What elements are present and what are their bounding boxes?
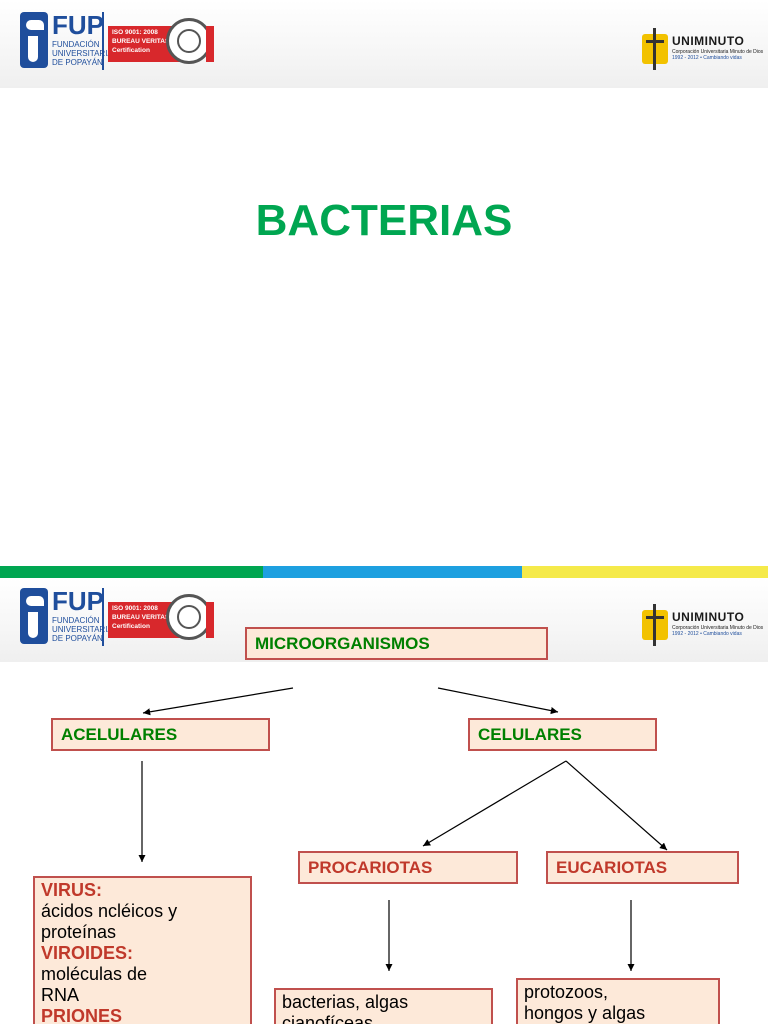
- logo-divider: [102, 12, 104, 70]
- virus-text: proteínas: [41, 922, 117, 942]
- fup-logo: FUP FUNDACIÓN UNIVERSITARIA DE POPAYÁN I…: [20, 586, 220, 648]
- logo-divider: [102, 588, 104, 646]
- node-eucariotas: EUCARIOTAS: [546, 851, 739, 884]
- slide-title-page: FUP FUNDACIÓN UNIVERSITARIA DE POPAYÁN I…: [0, 0, 768, 245]
- fup-sub-line: DE POPAYÁN: [52, 58, 103, 67]
- color-separator: [0, 566, 768, 578]
- iso-line: ISO 9001: 2008: [112, 605, 158, 612]
- arrow-root-to-acelulares: [142, 687, 294, 716]
- separator-yellow: [522, 566, 768, 578]
- arrow-celulares-to-procariotas: [422, 760, 567, 847]
- fup-logo-name: FUP: [52, 586, 104, 616]
- arrow-celulares-to-eucariotas: [565, 760, 668, 851]
- bureau-veritas-seal-icon: [166, 18, 212, 64]
- iso-line: BUREAU VERITAS: [112, 614, 170, 621]
- fup-sub-line: UNIVERSITARIA: [52, 49, 113, 58]
- iso-line: Certification: [112, 47, 150, 54]
- slide-title: BACTERIAS: [255, 196, 513, 245]
- eucariotas-text: protozoos,: [524, 982, 609, 1002]
- uniminuto-tag-line: Corporación Universitaria Minuto de Dios: [672, 625, 764, 631]
- fup-logo-name: FUP: [52, 10, 104, 40]
- iso-line: Certification: [112, 623, 150, 630]
- separator-blue: [263, 566, 522, 578]
- separator-green: [0, 566, 263, 578]
- uniminuto-mark-icon: [642, 28, 668, 70]
- virus-text: ácidos ncléicos y: [41, 901, 178, 921]
- fup-logo: FUP FUNDACIÓN UNIVERSITARIA DE POPAYÁN I…: [20, 10, 220, 72]
- viroides-text: RNA: [41, 985, 80, 1005]
- acelulares-details-box: VIRUS: ácidos ncléicos y proteínas VIROI…: [33, 876, 252, 1024]
- uniminuto-mark-icon: [642, 604, 668, 646]
- uniminuto-years: 1992 - 2012 • Cambiando vidas: [672, 55, 742, 61]
- eucariotas-text: hongos y algas: [524, 1003, 646, 1023]
- fup-sub-line: FUNDACIÓN: [52, 40, 100, 49]
- uniminuto-tag-line: Corporación Universitaria Minuto de Dios: [672, 49, 764, 55]
- viroides-text: moléculas de: [41, 964, 148, 984]
- uniminuto-logo: UNIMINUTO Corporación Universitaria Minu…: [642, 28, 768, 70]
- fup-logo-subtitle: FUNDACIÓN UNIVERSITARIA DE POPAYÁN: [52, 40, 122, 67]
- viroides-label: VIROIDES:: [41, 943, 134, 963]
- iso-line: BUREAU VERITAS: [112, 38, 170, 45]
- eucariotas-details-box: protozoos, hongos y algas: [516, 978, 720, 1024]
- uniminuto-years: 1992 - 2012 • Cambiando vidas: [672, 631, 742, 637]
- virus-label: VIRUS:: [41, 880, 103, 900]
- node-celulares: CELULARES: [468, 718, 657, 751]
- diagram-arrows: [138, 687, 668, 971]
- iso-line: ISO 9001: 2008: [112, 29, 158, 36]
- fup-logo-subtitle: FUNDACIÓN UNIVERSITARIA DE POPAYÁN: [52, 616, 122, 643]
- slide-diagram: FUP FUNDACIÓN UNIVERSITARIA DE POPAYÁN I…: [0, 578, 768, 1024]
- uniminuto-logo: UNIMINUTO Corporación Universitaria Minu…: [642, 604, 768, 646]
- node-acelulares: ACELULARES: [51, 718, 270, 751]
- uniminuto-tagline: Corporación Universitaria Minuto de Dios…: [672, 625, 768, 637]
- arrow-root-to-celulares: [437, 687, 559, 715]
- uniminuto-name: UNIMINUTO: [672, 34, 745, 48]
- fup-sub-line: FUNDACIÓN: [52, 616, 100, 625]
- fup-mark-icon: [20, 588, 48, 644]
- fup-sub-line: UNIVERSITARIA: [52, 625, 113, 634]
- procariotas-text: bacterias, algas: [282, 992, 409, 1012]
- node-microorganismos: MICROORGANISMOS: [245, 627, 548, 660]
- uniminuto-tagline: Corporación Universitaria Minuto de Dios…: [672, 49, 768, 61]
- fup-sub-line: DE POPAYÁN: [52, 634, 103, 643]
- procariotas-details-box: bacterias, algas cianofíceas: [274, 988, 493, 1024]
- node-procariotas: PROCARIOTAS: [298, 851, 518, 884]
- uniminuto-name: UNIMINUTO: [672, 610, 745, 624]
- fup-mark-icon: [20, 12, 48, 68]
- seal-accent: [206, 602, 214, 638]
- seal-accent: [206, 26, 214, 62]
- procariotas-text: cianofíceas: [282, 1013, 374, 1024]
- priones-label: PRIONES: [41, 1006, 123, 1024]
